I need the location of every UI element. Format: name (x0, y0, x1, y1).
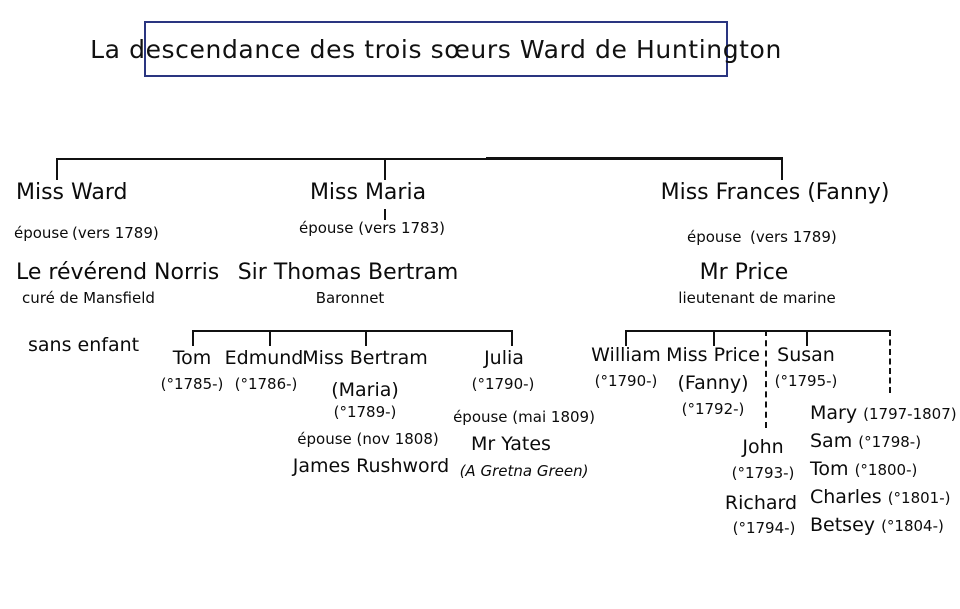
child-dates-tom-bertram: (°1785-) (160, 375, 224, 393)
top-drop-ward (56, 158, 58, 180)
child-dates-mary: (1797-1807) (863, 405, 957, 423)
list-item-tom-price: Tom (°1800-) (810, 458, 918, 480)
top-connector-bar-left (56, 158, 486, 160)
sister-name-frances: Miss Frances (Fanny) (660, 180, 890, 205)
child-spouse-miss-bertram: James Rushword (292, 455, 450, 477)
child-marriage-julia: épouse (mai 1809) (453, 408, 595, 426)
maria-spouse-link (384, 209, 386, 220)
bertram-drop-edmund (269, 330, 271, 346)
page-title: La descendance des trois sœurs Ward de H… (90, 34, 782, 64)
top-drop-maria (384, 158, 386, 180)
child-dates-charles: (°1801-) (887, 489, 951, 507)
marriage-date-maria: (vers 1783) (358, 219, 445, 237)
child-name-miss-bertram: Miss Bertram (302, 347, 428, 369)
child-name-edmund: Edmund (224, 347, 304, 369)
price-children-bar (625, 330, 891, 332)
marriage-date-ward: (vers 1789) (72, 224, 159, 242)
sister-name-maria: Miss Maria (309, 180, 427, 205)
sister-name-ward: Miss Ward (16, 180, 128, 205)
bertram-drop-julia (511, 330, 513, 346)
child-dates-julia: (°1790-) (471, 375, 535, 393)
child-alias-miss-price: (Fanny) (677, 372, 749, 394)
spouse-role-norris: curé de Mansfield (22, 289, 155, 307)
child-dates-miss-price: (°1792-) (681, 400, 745, 418)
spouse-role-bertram: Baronnet (315, 289, 385, 307)
price-dashed-line-middle (765, 330, 767, 428)
child-dates-sam: (°1798-) (858, 433, 922, 451)
marriage-word-maria: épouse (299, 219, 354, 237)
bertram-drop-tom (192, 330, 194, 346)
child-dates-john: (°1793-) (731, 464, 795, 482)
child-name-miss-price: Miss Price (666, 344, 760, 366)
spouse-name-bertram: Sir Thomas Bertram (237, 260, 459, 285)
price-drop-william (625, 330, 627, 346)
child-dates-edmund: (°1786-) (234, 375, 298, 393)
price-drop-miss-price (713, 330, 715, 346)
child-dates-tom-price: (°1800-) (854, 461, 918, 479)
child-name-susan: Susan (777, 344, 835, 366)
child-dates-betsey: (°1804-) (881, 517, 944, 535)
child-name-richard: Richard (724, 492, 798, 514)
child-name-charles: Charles (810, 486, 882, 508)
child-name-tom-bertram: Tom (172, 347, 212, 369)
list-item-mary: Mary (1797-1807) (810, 402, 957, 424)
list-item-sam: Sam (°1798-) (810, 430, 922, 452)
bertram-drop-maria (365, 330, 367, 346)
marriage-date-frances: (vers 1789) (750, 228, 837, 246)
child-dates-william: (°1790-) (594, 372, 658, 390)
child-name-william: William (591, 344, 661, 366)
list-item-betsey: Betsey (°1804-) (810, 514, 944, 536)
child-name-sam: Sam (810, 430, 853, 452)
top-connector-bar-right (486, 157, 783, 160)
price-drop-susan (806, 330, 808, 346)
spouse-role-price: lieutenant de marine (678, 289, 836, 307)
spouse-name-norris: Le révérend Norris (16, 260, 220, 285)
list-item-charles: Charles (°1801-) (810, 486, 951, 508)
top-drop-frances (781, 157, 783, 180)
chart-title-box: La descendance des trois sœurs Ward de H… (90, 21, 781, 77)
child-dates-miss-bertram: (°1789-) (333, 403, 397, 421)
child-name-betsey: Betsey (810, 514, 876, 536)
child-name-julia: Julia (484, 347, 524, 369)
child-name-john: John (742, 436, 784, 458)
child-note-julia: (A Gretna Green) (459, 462, 589, 480)
child-marriage-miss-bertram: épouse (nov 1808) (297, 430, 439, 448)
marriage-word-ward: épouse (14, 224, 69, 242)
child-name-mary: Mary (810, 402, 858, 424)
child-dates-richard: (°1794-) (732, 519, 796, 537)
child-spouse-julia: Mr Yates (471, 433, 551, 455)
price-dashed-line-right (889, 330, 891, 393)
child-alias-miss-bertram: (Maria) (331, 379, 399, 401)
spouse-name-price: Mr Price (699, 260, 789, 285)
children-note-ward: sans enfant (28, 334, 140, 356)
child-name-tom-price: Tom (810, 458, 849, 480)
bertram-children-bar (192, 330, 512, 332)
marriage-word-frances: épouse (687, 228, 742, 246)
marriage-line-maria: épouse (vers 1783) (299, 219, 445, 237)
child-dates-susan: (°1795-) (774, 372, 838, 390)
